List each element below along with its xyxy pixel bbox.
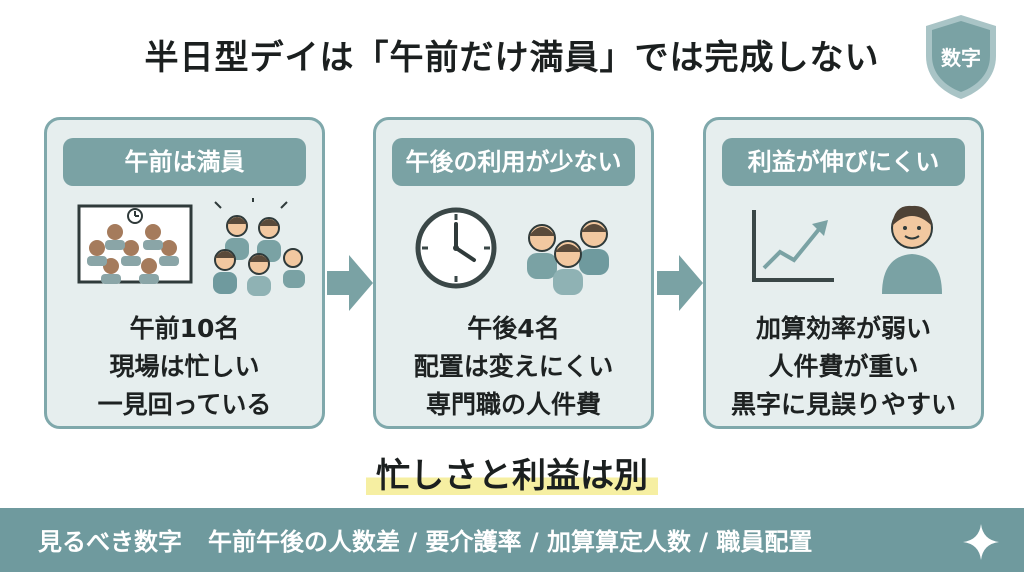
panel-line: 人件費が重い — [768, 352, 919, 381]
sparkle-icon — [963, 524, 999, 560]
panel-line: 午前10名 — [129, 314, 240, 343]
crowded-room-icon — [77, 198, 305, 296]
panel-line: 黒字に見誤りやすい — [730, 390, 956, 419]
panel-lines: 午前10名 現場は忙しい 一見回っている — [47, 310, 322, 424]
footer-items: 午前午後の人数差 / 要介護率 / 加算算定人数 / 職員配置 — [208, 528, 813, 556]
panel-line: 配置は変えにくい — [413, 352, 614, 381]
center-conclusion: 忙しさと利益は別 — [0, 448, 1024, 497]
panel-afternoon: 午後の利用が少ない 午後4名 配置は変えにくい 専門職の人件費 — [373, 117, 654, 429]
badge-label: 数字 — [941, 46, 981, 70]
arrow-right-icon — [657, 255, 703, 311]
panel-line: 現場は忙しい — [109, 352, 260, 381]
clock-people-icon — [415, 207, 609, 295]
panel-line: 午後4名 — [467, 314, 560, 343]
panel-lines: 午後4名 配置は変えにくい 専門職の人件費 — [376, 310, 651, 424]
panel-heading: 午前は満員 — [63, 138, 306, 186]
category-badge: 数字 — [922, 12, 1000, 102]
footer-line: 見るべき数字午前午後の人数差 / 要介護率 / 加算算定人数 / 職員配置 — [38, 522, 812, 557]
panel-line: 専門職の人件費 — [425, 390, 601, 419]
panel-lines: 加算効率が弱い 人件費が重い 黒字に見誤りやすい — [706, 310, 981, 424]
shield-icon — [926, 15, 996, 99]
page-title: 半日型デイは「午前だけ満員」では完成しない — [144, 38, 880, 78]
conclusion-text: 忙しさと利益は別 — [366, 448, 658, 497]
panel-heading: 利益が伸びにくい — [722, 138, 965, 186]
arrow-right-icon — [327, 255, 373, 311]
panel-heading: 午後の利用が少ない — [392, 138, 635, 186]
growth-chart-staff-icon — [752, 205, 942, 294]
footer-bar: 見るべき数字午前午後の人数差 / 要介護率 / 加算算定人数 / 職員配置 — [0, 508, 1024, 572]
panel-morning: 午前は満員 午前10名 現場 — [44, 117, 325, 429]
panel-line: 加算効率が弱い — [755, 314, 931, 343]
footer-lead: 見るべき数字 — [38, 528, 182, 556]
panel-line: 一見回っている — [97, 390, 272, 419]
panel-profit: 利益が伸びにくい 加算効率が弱い 人件費が重い 黒字に見誤りやすい — [703, 117, 984, 429]
